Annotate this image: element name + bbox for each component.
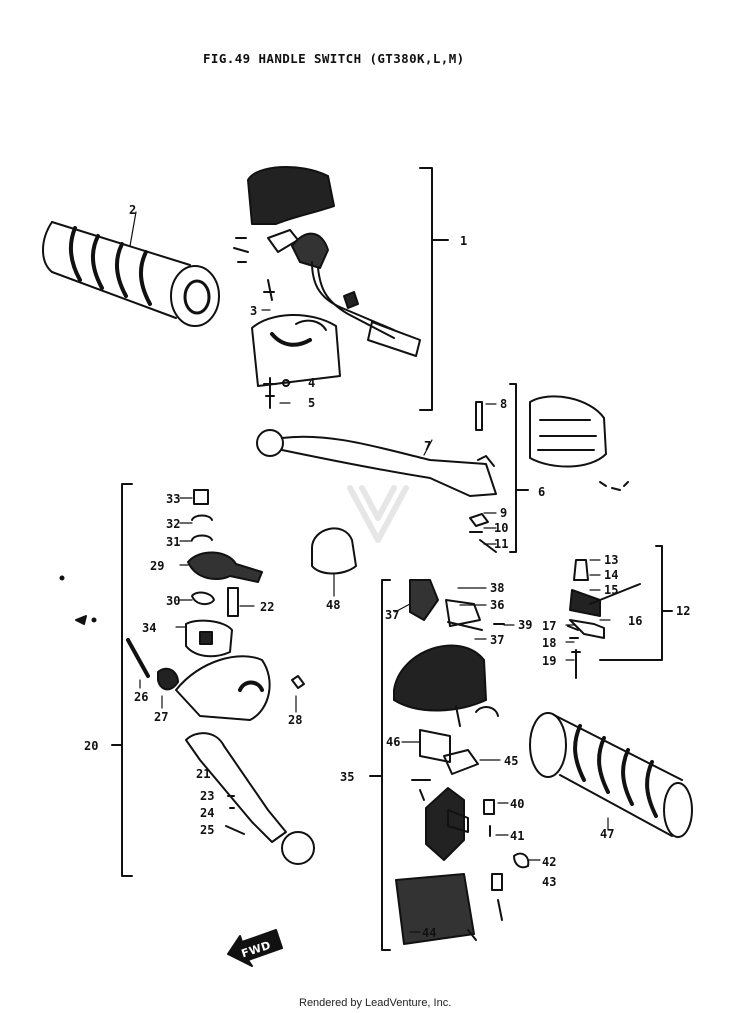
callout-44: 44 [422,926,437,940]
callout-14: 14 [604,568,619,582]
callout-45: 45 [504,754,519,768]
callout-41: 41 [510,829,525,843]
callout-2: 2 [129,203,137,217]
callout-1: 1 [460,234,468,248]
callout-29: 29 [150,559,165,573]
callout-19: 19 [542,654,557,668]
callout-46: 46 [386,735,401,749]
callout-11: 11 [494,537,509,551]
bracket-1 [419,167,433,411]
part-48 [311,527,357,575]
fwd-arrow [227,929,283,967]
callout-9: 9 [500,506,508,520]
callout-15: 15 [604,583,619,597]
callout-13: 13 [604,553,619,567]
callout-39: 39 [518,618,533,632]
callout-38: 38 [490,581,505,595]
callout-33: 33 [166,492,181,506]
callout-31: 31 [166,535,181,549]
callout-37-lower: 37 [490,633,505,647]
bracket-12 [599,545,663,661]
bracket-6 [509,383,517,553]
left-lever-assembly [126,489,315,865]
callout-47: 47 [600,827,615,841]
callout-8: 8 [500,397,508,411]
right-lever [256,395,629,553]
callout-48: 48 [326,598,341,612]
figure-title: FIG.49 HANDLE SWITCH (GT380K,L,M) [203,51,465,66]
bracket-20 [121,483,133,877]
callout-24: 24 [200,806,215,820]
callout-43: 43 [542,875,557,889]
footer-credit: Rendered by LeadVenture, Inc. [299,997,452,1009]
callout-28: 28 [288,713,303,727]
callout-32: 32 [166,517,181,531]
callout-22: 22 [260,600,275,614]
callout-4: 4 [308,376,316,390]
callout-20: 20 [84,739,99,753]
callout-12: 12 [676,604,691,618]
callout-3: 3 [250,304,258,318]
callout-30: 30 [166,594,181,608]
right-switch-assembly [393,579,530,945]
left-switch-assembly [233,166,421,409]
watermark-logo [347,485,409,543]
callout-35: 35 [340,770,355,784]
part-group-13-19 [567,559,641,679]
callout-17: 17 [542,619,557,633]
callout-26: 26 [134,690,149,704]
callout-21: 21 [196,767,211,781]
callout-40: 40 [510,797,525,811]
callout-7: 7 [424,439,432,453]
callout-34: 34 [142,621,157,635]
callout-5: 5 [308,396,316,410]
callout-16: 16 [628,614,643,628]
callout-23: 23 [200,789,215,803]
left-grip [42,221,220,327]
callout-36: 36 [490,598,505,612]
callout-6: 6 [538,485,546,499]
callout-25: 25 [200,823,215,837]
callout-18: 18 [542,636,557,650]
bracket-35 [381,579,391,951]
callout-42: 42 [542,855,557,869]
callout-10: 10 [494,521,509,535]
right-grip [529,712,693,838]
callout-27: 27 [154,710,169,724]
callout-37-upper: 37 [385,608,400,622]
